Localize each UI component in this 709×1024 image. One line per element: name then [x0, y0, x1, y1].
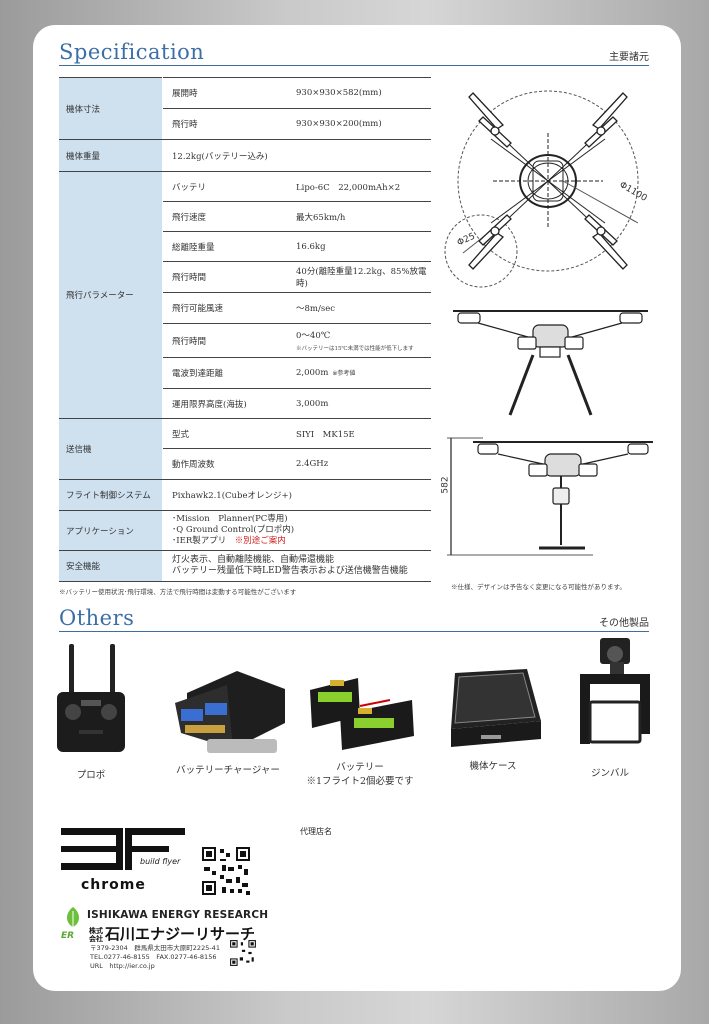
spec-value: 最大65km/h: [294, 201, 431, 232]
product-propo: プロポ: [51, 640, 131, 781]
spec-value: 2,000m※参考値: [294, 357, 431, 389]
product-case: 機体ケース: [438, 665, 548, 772]
spec-value: ～8m/sec: [294, 292, 431, 324]
spec-value: 3,000m: [294, 388, 431, 419]
others-subtitle: その他製品: [599, 618, 649, 629]
dim-label-582: 582: [440, 476, 451, 494]
product-label: ジンバル: [590, 768, 629, 779]
product-label: バッテリー: [336, 762, 384, 773]
spec-table: 機体寸法 展開時 930×930×582(mm) 飛行時 930×930×200…: [59, 77, 431, 582]
spec-cat-application: アプリケーション: [59, 510, 163, 551]
spec-label: 総離陸重量: [162, 231, 294, 262]
drone-side-view-drawing: [447, 437, 653, 556]
agency-label: 代理店名: [300, 827, 332, 836]
spec-value: 2.4GHz: [294, 448, 431, 480]
safety-line: バッテリー残量低下時LED警告表示および送信機警告機能: [172, 566, 408, 576]
spec-label: 展開時: [162, 77, 294, 109]
footnote-right: ※仕様、デザインは予告なく変更になる可能性があります。: [451, 583, 626, 591]
spec-label: 飛行時間: [162, 261, 294, 293]
app-line: ･Q Ground Control(プロポ内): [172, 525, 295, 535]
spec-value: Pixhawk2.1(Cubeオレンジ+): [162, 479, 431, 511]
others-header: Others その他製品: [59, 603, 649, 632]
safety-line: 灯火表示、自動離陸機能、自動帰還機能: [172, 555, 335, 565]
spec-value: 12.2kg(バッテリー込み): [162, 139, 431, 172]
product-gimbal: ジンバル: [555, 632, 665, 779]
spec-cat-transmitter: 送信機: [59, 418, 163, 480]
spec-label: 飛行時間: [162, 323, 294, 358]
product-label: 機体ケース: [469, 761, 517, 772]
battery-image: [310, 678, 414, 750]
spec-cat-flight: 飛行パラメーター: [59, 171, 163, 419]
brand-main: chrome: [81, 877, 146, 893]
spec-subtitle: 主要諸元: [609, 52, 649, 63]
temp-note: ※バッテリーは15℃未満では性能が低下します: [296, 346, 414, 352]
spec-value: Lipo-6C 22,000mAh×2: [294, 171, 431, 202]
spec-cat-weight: 機体重量: [59, 139, 163, 172]
company-kk: 株式会社: [89, 926, 103, 943]
product-note: ※1フライト2個必要です: [306, 776, 414, 787]
qr-code-large: [200, 845, 252, 897]
drone-top-view-drawing: [444, 90, 639, 288]
company-jp-text: 石川エナジーリサーチ: [105, 925, 256, 943]
propo-image: [57, 644, 125, 752]
product-label: プロポ: [76, 770, 106, 781]
product-battery: バッテリー ※1フライト2個必要です: [295, 670, 425, 787]
app-line-text: ･IER製アプリ: [172, 536, 227, 546]
company-url[interactable]: URL http://ier.co.jp: [90, 962, 155, 970]
app-line: ･Mission Planner(PC専用): [172, 514, 288, 524]
spec-value: ･Mission Planner(PC専用) ･Q Ground Control…: [162, 510, 431, 551]
spec-label: 動作周波数: [162, 448, 294, 480]
spec-value: 40分(離陸重量12.2kg、85%放電時): [294, 261, 431, 293]
temp-value: 0～40℃: [296, 331, 331, 341]
product-charger: バッテリーチャージャー: [163, 663, 293, 776]
spec-label: バッテリ: [162, 171, 294, 202]
gimbal-image: [580, 638, 650, 744]
drone-front-view-drawing: [453, 310, 648, 416]
brochure-page: Specification 主要諸元 機体寸法 展開時 930×930×582(…: [33, 25, 681, 991]
app-line-note: ※別途ご案内: [234, 536, 286, 546]
spec-cat-flight-control: フライト制御システム: [59, 479, 163, 511]
footnote-left: ※バッテリー使用状況･飛行環境、方法で飛行時間は変動する可能性がございます: [59, 588, 297, 596]
er-mark: ER: [61, 931, 75, 941]
others-title: Others: [59, 606, 135, 630]
spec-header: Specification 主要諸元: [59, 37, 649, 66]
spec-label: 電波到達距離: [162, 357, 294, 389]
brand-small: build flyer: [140, 857, 181, 866]
buildflyer-chrome-logo: [61, 828, 185, 870]
company-name-jp: 株式会社石川エナジーリサーチ: [87, 923, 255, 944]
spec-label: 型式: [162, 418, 294, 449]
spec-label: 運用限界高度(海抜): [162, 388, 294, 419]
case-image: [451, 669, 541, 747]
range-value: 2,000m: [296, 368, 329, 378]
spec-cat-dimensions: 機体寸法: [59, 77, 163, 140]
spec-label: 飛行可能風速: [162, 292, 294, 324]
company-address-block: 〒379-2304 群馬県太田市大原町2225-41 TEL.0277-46-8…: [90, 944, 220, 971]
charger-image: [175, 671, 285, 753]
product-label: バッテリーチャージャー: [176, 765, 280, 776]
spec-label: 飛行速度: [162, 201, 294, 232]
spec-value: 930×930×582(mm): [294, 77, 431, 109]
spec-value: SIYI MK15E: [294, 418, 431, 449]
spec-label: 飛行時: [162, 108, 294, 140]
spec-value: 930×930×200(mm): [294, 108, 431, 140]
qr-code-small: [229, 939, 257, 967]
spec-title: Specification: [59, 40, 205, 64]
app-line: ･IER製アプリ ※別途ご案内: [172, 536, 431, 547]
spec-value: 16.6kg: [294, 231, 431, 262]
spec-value: 0～40℃ ※バッテリーは15℃未満では性能が低下します: [294, 323, 431, 358]
range-note: ※参考値: [332, 370, 356, 377]
er-leaf-logo: [67, 907, 79, 927]
company-address: 〒379-2304 群馬県太田市大原町2225-41: [90, 944, 220, 952]
company-tel: TEL.0277-46-8155 FAX.0277-46-8156: [90, 953, 217, 961]
company-name-en: ISHIKAWA ENERGY RESEARCH: [87, 909, 269, 921]
spec-cat-safety: 安全機能: [59, 550, 163, 582]
spec-value: 灯火表示、自動離陸機能、自動帰還機能 バッテリー残量低下時LED警告表示および送…: [162, 550, 431, 582]
